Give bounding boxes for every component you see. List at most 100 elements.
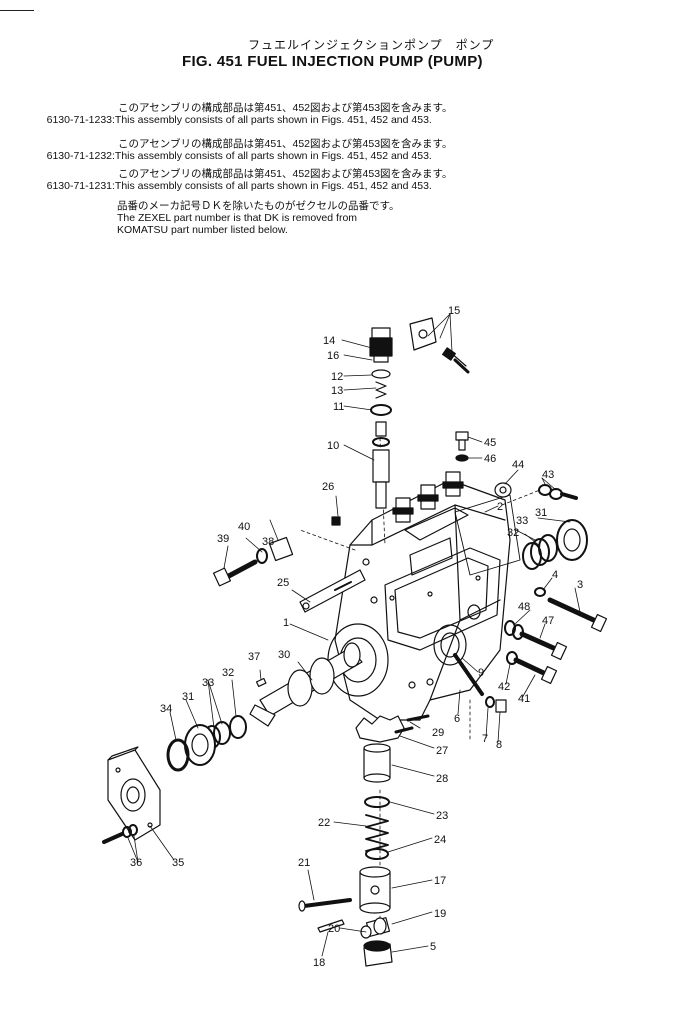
callout-26: 26 xyxy=(322,481,334,493)
callout-15: 15 xyxy=(448,305,460,317)
bolts-and-washers xyxy=(504,620,568,685)
assembly-note-en: :This assembly consists of all parts sho… xyxy=(112,150,432,162)
assembly-part-number: 6130-71-1233 xyxy=(46,114,112,126)
assembly-note-jp: このアセンブリの構成部品は第451、452図および第453図を含みます。 xyxy=(118,102,453,114)
control-sleeve xyxy=(363,743,391,783)
callout-39: 39 xyxy=(217,533,229,545)
assembly-part-number: 6130-71-1231 xyxy=(46,180,112,192)
callout-9: 9 xyxy=(478,667,484,679)
zexel-note-en-1: The ZEXEL part number is that DK is remo… xyxy=(117,212,358,224)
callout-48: 48 xyxy=(518,601,530,613)
hollow-screws xyxy=(538,484,578,500)
assembly-note-1: このアセンブリの構成部品は第451、452図および第453図を含みます。 613… xyxy=(0,102,453,126)
callout-41: 41 xyxy=(518,693,530,705)
callout-30: 30 xyxy=(278,649,290,661)
control-plate xyxy=(299,569,366,613)
callout-5: 5 xyxy=(430,941,436,953)
top-rule xyxy=(0,10,34,11)
plug xyxy=(363,940,393,967)
small-screw xyxy=(331,516,341,526)
plunger-spring xyxy=(365,814,389,852)
title-japanese: フュエルインジェクションポンプ ポンプ xyxy=(248,38,495,52)
callout-24: 24 xyxy=(434,834,446,846)
callout-20: 20 xyxy=(328,923,340,935)
callout-16: 16 xyxy=(327,350,339,362)
delivery-valve-holder-14 xyxy=(369,327,393,363)
callout-6: 6 xyxy=(454,713,460,725)
callout-21: 21 xyxy=(298,857,310,869)
assembly-note-3: このアセンブリの構成部品は第451、452図および第453図を含みます。 613… xyxy=(0,168,453,192)
callout-37: 37 xyxy=(248,651,260,663)
assembly-note-en: :This assembly consists of all parts sho… xyxy=(112,114,432,126)
callout-25: 25 xyxy=(277,577,289,589)
assembly-note-jp: このアセンブリの構成部品は第451、452図および第453図を含みます。 xyxy=(118,168,453,180)
callout-10: 10 xyxy=(327,440,339,452)
cover-bolt xyxy=(102,824,138,844)
clip xyxy=(317,919,345,933)
assembly-note-2: このアセンブリの構成部品は第451、452図および第453図を含みます。 613… xyxy=(0,138,453,162)
callout-34: 34 xyxy=(160,703,172,715)
callout-36: 36 xyxy=(130,857,142,869)
callout-labels: 14 16 12 13 11 10 15 45 46 44 43 26 2 31… xyxy=(130,305,583,969)
zexel-note: 品番のメーカ記号ＤＫを除いたものがゼクセルの品番です。 The ZEXEL pa… xyxy=(117,200,399,236)
callout-11: 11 xyxy=(333,401,344,413)
bracket xyxy=(409,317,470,374)
callout-32-left: 32 xyxy=(222,667,234,679)
callout-23: 23 xyxy=(436,810,448,822)
callout-42: 42 xyxy=(498,681,510,693)
callout-28: 28 xyxy=(436,773,448,785)
callout-27: 27 xyxy=(436,745,448,757)
stud-nut xyxy=(453,653,507,713)
callout-47: 47 xyxy=(542,615,554,627)
pump-housing xyxy=(299,437,541,921)
o-ring xyxy=(534,587,546,597)
leader-lines xyxy=(127,313,581,957)
assembly-note-jp: このアセンブリの構成部品は第451、452図および第453図を含みます。 xyxy=(118,138,453,150)
callout-29: 29 xyxy=(432,727,444,739)
callout-4: 4 xyxy=(552,569,558,581)
assembly-part-number: 6130-71-1232 xyxy=(46,150,112,162)
callout-33-right: 33 xyxy=(516,515,528,527)
callout-18: 18 xyxy=(313,957,325,969)
fitting xyxy=(494,482,512,498)
bolt xyxy=(547,597,608,633)
callout-31-right: 31 xyxy=(535,507,547,519)
callout-33-left: 33 xyxy=(202,677,214,689)
callout-22: 22 xyxy=(318,817,330,829)
zexel-note-jp: 品番のメーカ記号ＤＫを除いたものがゼクセルの品番です。 xyxy=(117,200,400,212)
tappet-pin xyxy=(298,898,352,912)
callout-43: 43 xyxy=(542,469,554,481)
bolt-washer-fitting xyxy=(213,536,294,587)
lower-seat xyxy=(365,848,389,860)
tappet xyxy=(359,866,391,914)
bearing-left xyxy=(166,715,247,772)
bearing-right xyxy=(522,519,588,570)
figure-title: FIG. 451 FUEL INJECTION PUMP (PUMP) xyxy=(182,53,483,70)
callout-17: 17 xyxy=(434,875,446,887)
callout-31-left: 31 xyxy=(182,691,194,703)
plug-screw xyxy=(455,431,469,462)
callout-35: 35 xyxy=(172,857,184,869)
callout-40: 40 xyxy=(238,521,250,533)
assembly-note-en: :This assembly consists of all parts sho… xyxy=(112,180,432,192)
delivery-valve-holders xyxy=(392,471,464,523)
callout-7: 7 xyxy=(482,733,488,745)
callout-2: 2 xyxy=(497,501,503,513)
callout-1: 1 xyxy=(283,617,289,629)
callout-46: 46 xyxy=(484,453,496,465)
delivery-valve xyxy=(372,421,390,509)
callout-13: 13 xyxy=(331,385,343,397)
camshaft xyxy=(249,642,363,727)
callout-3: 3 xyxy=(577,579,583,591)
callout-19: 19 xyxy=(434,908,446,920)
washer xyxy=(370,404,392,416)
spring xyxy=(375,381,387,399)
control-pinion xyxy=(355,714,430,743)
callout-45: 45 xyxy=(484,437,496,449)
zexel-note-en-2: KOMATSU part number listed below. xyxy=(117,224,288,236)
callout-32-right: 32 xyxy=(507,527,519,539)
callout-44: 44 xyxy=(512,459,524,471)
callout-12: 12 xyxy=(331,371,343,383)
callout-38: 38 xyxy=(262,536,274,548)
